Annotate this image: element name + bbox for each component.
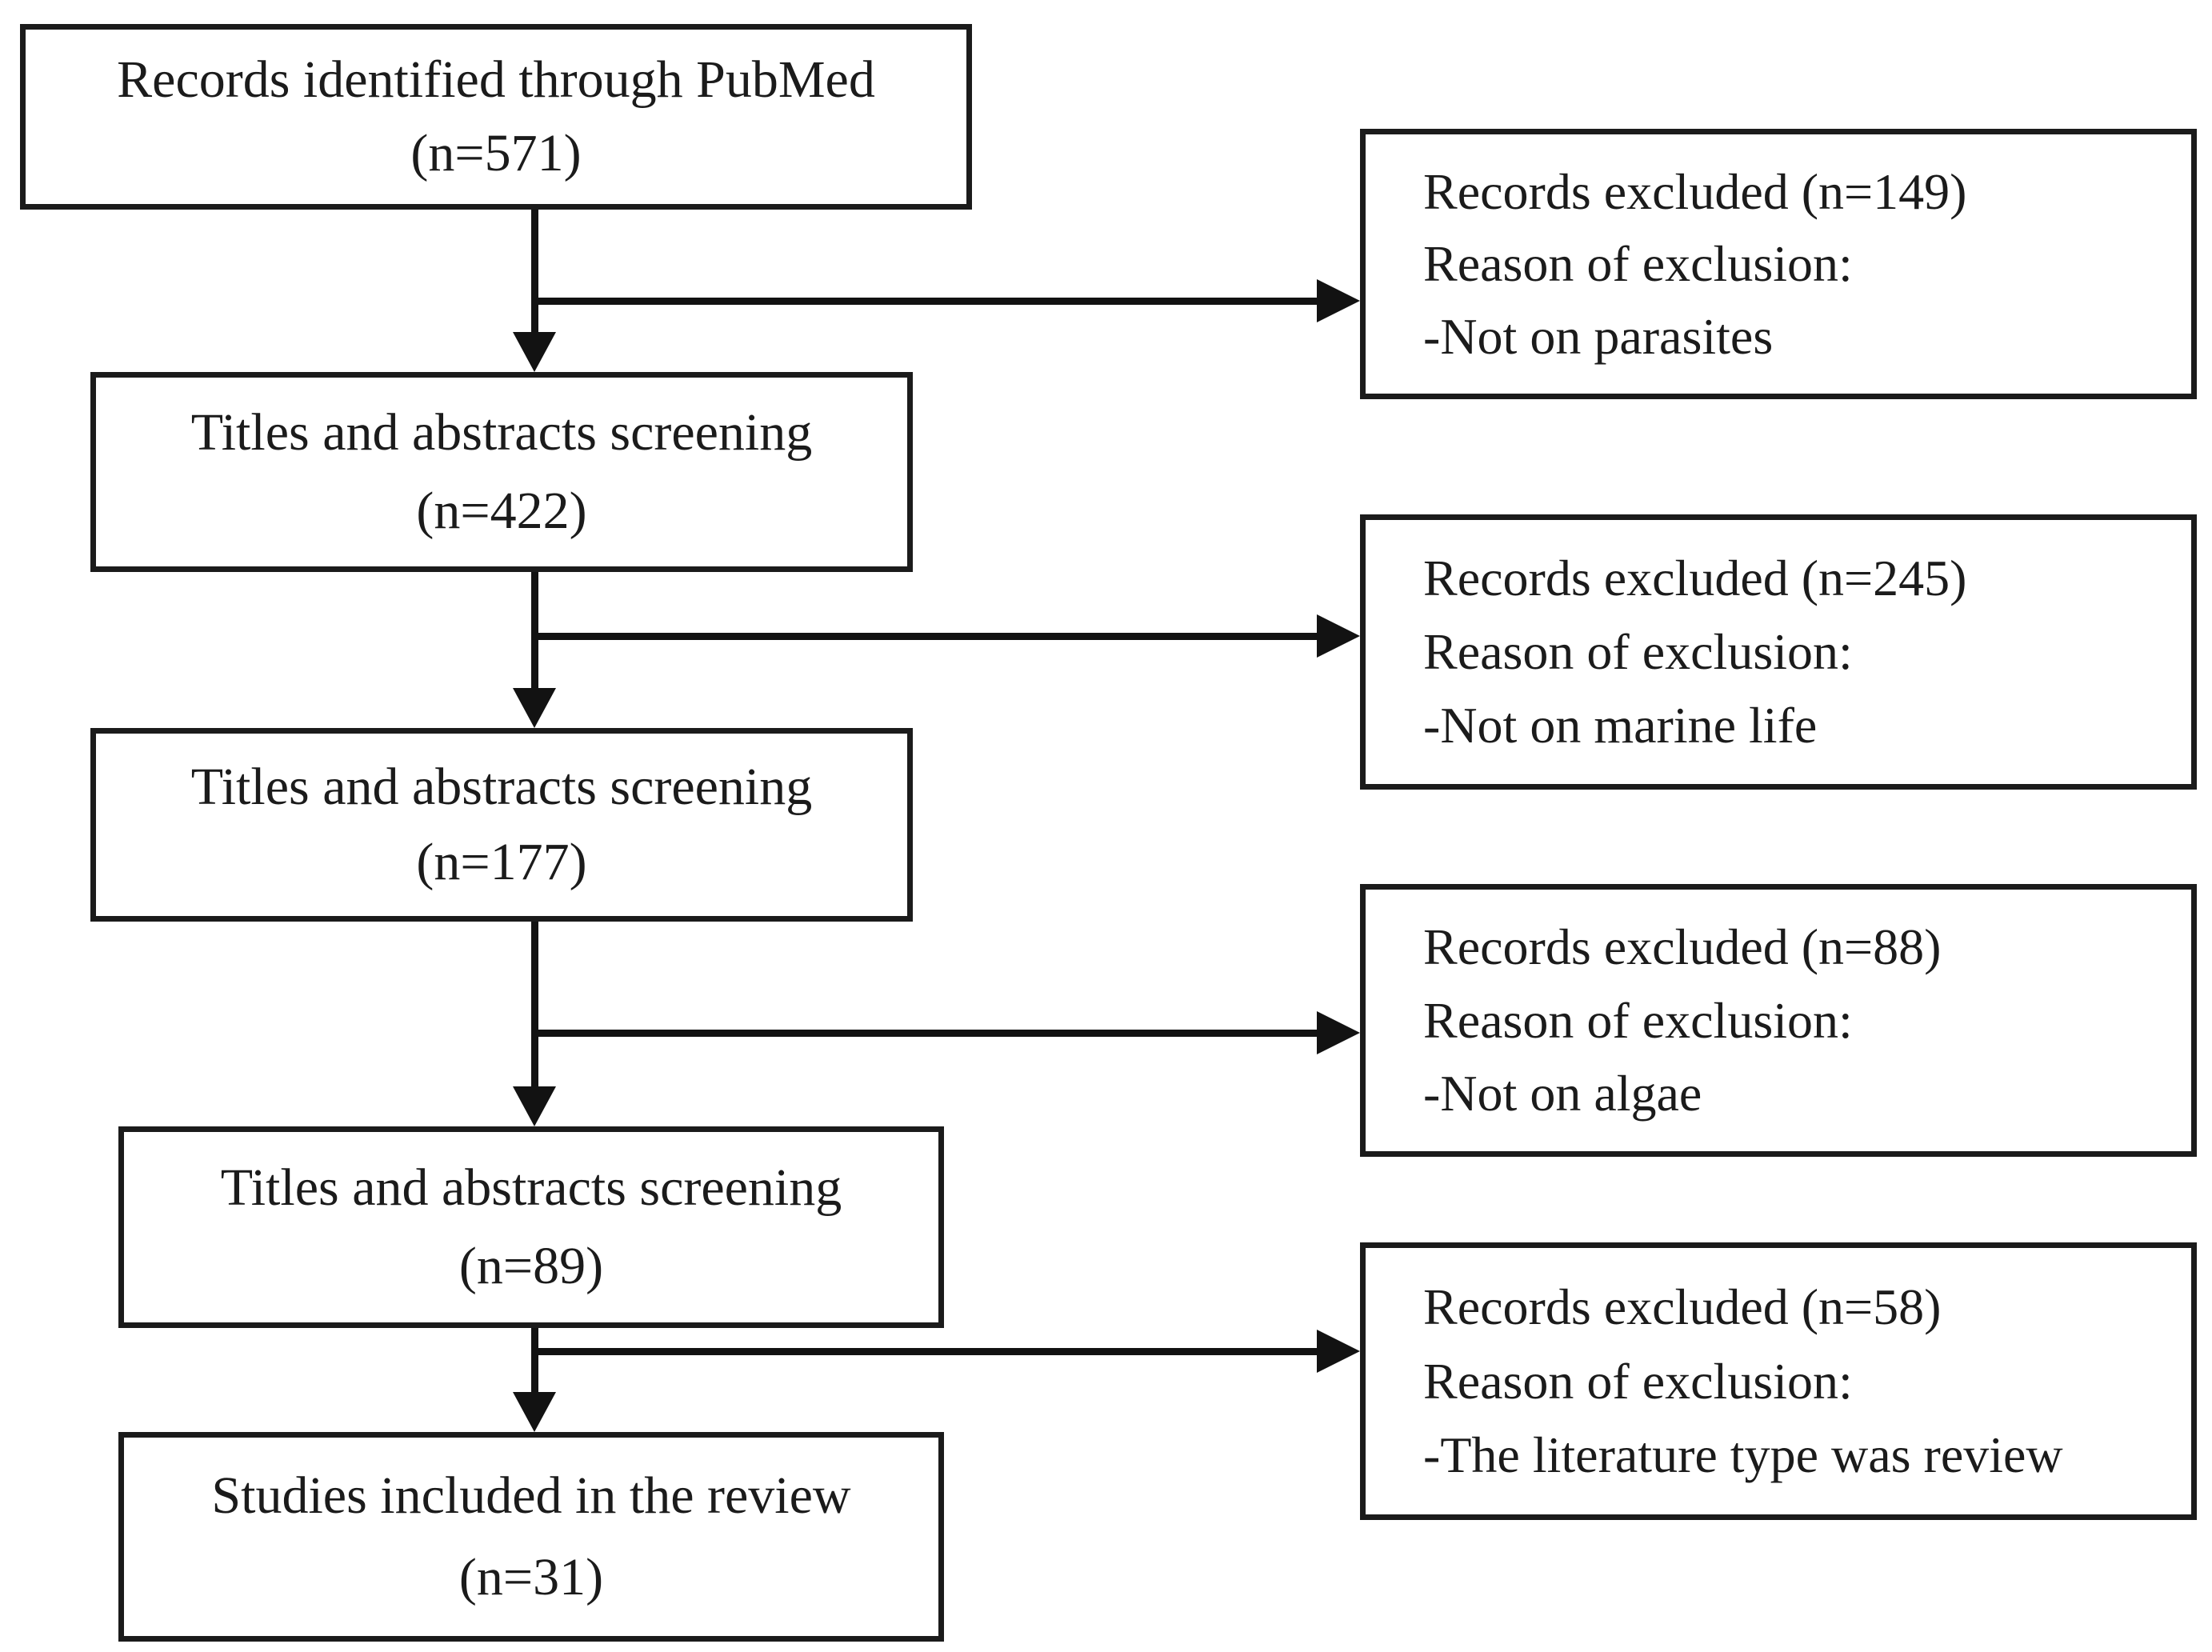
connector-line-4 <box>531 1328 538 1394</box>
flow-box-records-identified: Records identified through PubMed (n=571… <box>20 24 972 210</box>
connector-line-1 <box>531 210 538 334</box>
branch-line-1 <box>534 298 1324 305</box>
exclusion-reason: -Not on algae <box>1423 1064 1702 1122</box>
exclusion-reason: -Not on parasites <box>1423 307 1774 365</box>
exclusion-box-1: Records excluded (n=149) Reason of exclu… <box>1360 129 2197 399</box>
exclusion-reason: -The literature type was review <box>1423 1426 2063 1484</box>
flow-box-screening-2: Titles and abstracts screening (n=177) <box>90 728 913 922</box>
exclusion-reason: -Not on marine life <box>1423 697 1818 754</box>
arrow-down-icon <box>513 332 556 372</box>
branch-line-4 <box>534 1348 1324 1355</box>
exclusion-box-2: Records excluded (n=245) Reason of exclu… <box>1360 514 2197 790</box>
connector-line-2 <box>531 572 538 690</box>
branch-line-3 <box>534 1030 1324 1037</box>
exclusion-reason-header: Reason of exclusion: <box>1423 623 1853 680</box>
exclusion-count: Records excluded (n=58) <box>1423 1278 1942 1335</box>
flow-box-label: Studies included in the review <box>211 1466 851 1526</box>
arrow-right-icon <box>1317 1011 1360 1054</box>
arrow-down-icon <box>513 1392 556 1432</box>
flow-box-screening-1: Titles and abstracts screening (n=422) <box>90 372 913 572</box>
arrow-right-icon <box>1317 279 1360 322</box>
connector-line-3 <box>531 922 538 1088</box>
branch-line-2 <box>534 633 1324 640</box>
exclusion-box-4: Records excluded (n=58) Reason of exclus… <box>1360 1242 2197 1520</box>
flow-box-count: (n=89) <box>458 1237 604 1295</box>
exclusion-count: Records excluded (n=88) <box>1423 918 1942 976</box>
flow-box-label: Titles and abstracts screening <box>190 403 813 462</box>
flow-box-count: (n=177) <box>416 833 587 892</box>
exclusion-reason-header: Reason of exclusion: <box>1423 235 1853 292</box>
flow-box-count: (n=31) <box>458 1547 604 1606</box>
arrow-down-icon <box>513 1086 556 1126</box>
exclusion-reason-header: Reason of exclusion: <box>1423 991 1853 1049</box>
arrow-right-icon <box>1317 1330 1360 1373</box>
exclusion-count: Records excluded (n=149) <box>1423 162 1967 220</box>
flow-box-count: (n=571) <box>410 123 582 182</box>
flow-box-label: Records identified through PubMed <box>117 50 875 110</box>
flow-box-label: Titles and abstracts screening <box>220 1158 842 1217</box>
flow-box-studies-included: Studies included in the review (n=31) <box>118 1432 944 1642</box>
exclusion-count: Records excluded (n=245) <box>1423 550 1967 606</box>
arrow-down-icon <box>513 688 556 728</box>
flow-box-label: Titles and abstracts screening <box>190 757 813 816</box>
exclusion-reason-header: Reason of exclusion: <box>1423 1352 1853 1410</box>
flow-box-count: (n=422) <box>416 481 587 540</box>
flow-box-screening-3: Titles and abstracts screening (n=89) <box>118 1126 944 1328</box>
arrow-right-icon <box>1317 614 1360 658</box>
exclusion-box-3: Records excluded (n=88) Reason of exclus… <box>1360 884 2197 1157</box>
